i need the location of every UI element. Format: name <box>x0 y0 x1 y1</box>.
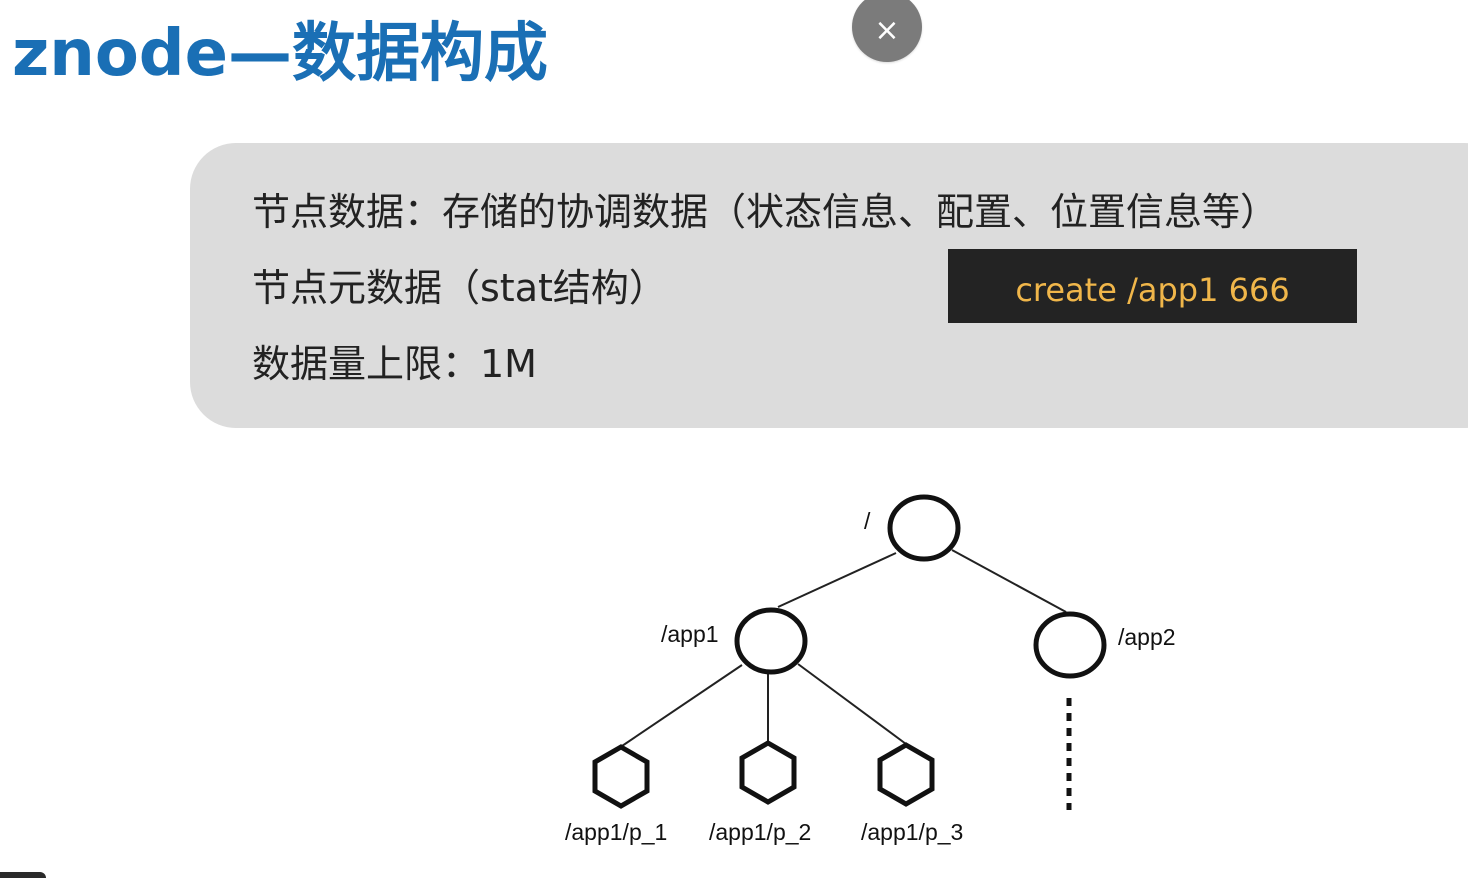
root-node <box>887 494 961 562</box>
edge-root-app1 <box>777 552 897 608</box>
command-box: create /app1 666 <box>948 249 1357 323</box>
leaf-label-p1: /app1/p_1 <box>565 819 667 845</box>
leaf-label-p3: /app1/p_3 <box>861 819 963 845</box>
app2-node <box>1033 611 1107 679</box>
slide-title: znode—数据构成 <box>12 17 548 91</box>
app1-label: /app1 <box>661 621 719 647</box>
app2-label: /app2 <box>1118 624 1176 650</box>
app1-node <box>734 607 808 675</box>
data-limit-line: 数据量上限：1M <box>252 342 537 386</box>
corner-tab <box>0 872 46 878</box>
edge-app1-p3 <box>797 663 907 745</box>
leaf-node-p3 <box>877 742 935 807</box>
close-button[interactable]: × <box>852 0 922 62</box>
leaf-node-p1 <box>592 744 650 809</box>
edge-app1-p1 <box>621 664 743 747</box>
node-data-line: 节点数据：存储的协调数据（状态信息、配置、位置信息等） <box>252 190 1279 234</box>
leaf-node-p2 <box>739 740 797 805</box>
command-text: create /app1 666 <box>1015 271 1290 309</box>
leaf-label-p2: /app1/p_2 <box>709 819 811 845</box>
close-icon: × <box>874 13 900 48</box>
root-label: / <box>864 508 871 534</box>
node-metadata-line: 节点元数据（stat结构） <box>252 266 667 310</box>
edge-root-app2 <box>951 549 1067 613</box>
